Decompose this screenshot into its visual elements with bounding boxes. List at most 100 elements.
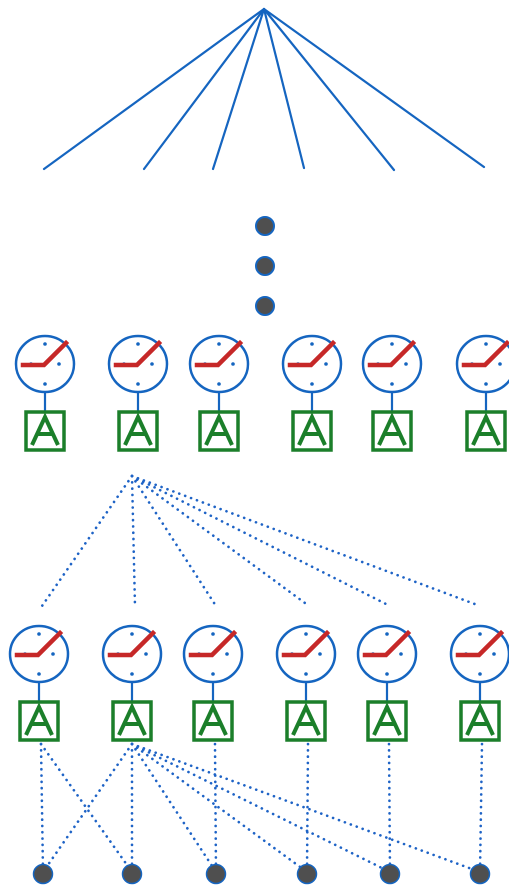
clock-tick xyxy=(37,632,41,636)
tree-peak xyxy=(123,412,153,446)
tree-peak xyxy=(204,412,234,446)
clock-tick xyxy=(324,362,328,366)
tree-icon xyxy=(459,700,501,742)
leaf-node-5 xyxy=(379,863,401,885)
fanout-line-5 xyxy=(262,7,396,172)
dotted-fanout-line-3 xyxy=(130,474,218,608)
tree-icon xyxy=(291,410,333,452)
clock-icon xyxy=(356,624,418,684)
upper-unit-row-unit-4 xyxy=(281,334,343,452)
clock-tick xyxy=(217,342,221,346)
clock-icon xyxy=(455,334,509,394)
tree-icon xyxy=(371,410,413,452)
upper-unit-row-unit-1 xyxy=(14,334,76,452)
tree-icon xyxy=(465,410,507,452)
clock-tick xyxy=(310,382,314,386)
tree-icon xyxy=(111,700,153,742)
clock-hand xyxy=(14,629,64,658)
clock-icon xyxy=(449,624,509,684)
clock-tick xyxy=(404,362,408,366)
clock-tick xyxy=(51,652,55,656)
clock-tick xyxy=(484,382,488,386)
leaf-fanout-line-3 xyxy=(130,742,218,874)
dotted-fanout-line-1 xyxy=(40,474,134,608)
leaf-node-icon xyxy=(32,863,54,885)
tree-icon xyxy=(24,410,66,452)
upper-unit-row-unit-2 xyxy=(107,334,169,452)
ellipsis-dot-2 xyxy=(255,256,275,276)
tree-peak xyxy=(297,412,327,446)
leaf-fanout-line-6 xyxy=(130,742,482,874)
clock-icon xyxy=(275,624,337,684)
top-fanout-lines xyxy=(42,7,486,172)
clock-tick xyxy=(130,632,134,636)
leaf-node-icon xyxy=(121,863,143,885)
fanout-line-1 xyxy=(42,7,266,171)
clock-hand xyxy=(107,629,157,658)
clock-tick xyxy=(136,342,140,346)
tree-icon xyxy=(285,700,327,742)
clock-tick xyxy=(385,632,389,636)
dotted-fanout-line-5 xyxy=(130,474,392,608)
dotted-fanout-line-2 xyxy=(130,474,137,608)
clock-hand xyxy=(461,339,509,368)
leaf-node-row xyxy=(32,863,491,885)
clock-icon xyxy=(188,334,250,394)
clock-tick xyxy=(57,362,61,366)
cross-link-line xyxy=(39,742,134,874)
clock-tick xyxy=(390,342,394,346)
tree-peak xyxy=(471,412,501,446)
upper-unit-row-unit-3 xyxy=(188,334,250,452)
clock-hand xyxy=(287,339,337,368)
clock-icon xyxy=(14,334,76,394)
clock-icon xyxy=(107,334,169,394)
fanout-line-2 xyxy=(142,7,266,171)
middle-dotted-fanout xyxy=(40,474,482,608)
leaf-drop-line-1 xyxy=(39,742,45,874)
leaf-fanout-line-1 xyxy=(41,742,134,874)
ellipsis-dot-3 xyxy=(255,296,275,316)
leaf-node-icon xyxy=(205,863,227,885)
clock-tick xyxy=(385,672,389,676)
clock-tick xyxy=(130,672,134,676)
clock-tick xyxy=(484,342,488,346)
clock-tick xyxy=(136,382,140,386)
leaf-node-2 xyxy=(121,863,143,885)
tree-peak xyxy=(30,412,60,446)
clock-tick xyxy=(478,632,482,636)
fanout-line-4 xyxy=(262,7,306,170)
leaf-fanout-line-4 xyxy=(130,742,309,874)
tree-peak xyxy=(117,702,147,736)
leaf-drop-line-4 xyxy=(305,742,310,874)
clock-hand xyxy=(281,629,331,658)
clock-tick xyxy=(211,632,215,636)
leaf-node-1 xyxy=(32,863,54,885)
clock-tick xyxy=(390,382,394,386)
fanout-line-3 xyxy=(211,7,266,171)
clock-hand xyxy=(362,629,412,658)
tree-icon xyxy=(366,700,408,742)
tree-peak xyxy=(198,702,228,736)
leaf-node-icon xyxy=(379,863,401,885)
bottom-dotted-connections xyxy=(39,742,484,874)
vertical-ellipsis-icon xyxy=(255,216,275,316)
clock-tick xyxy=(144,652,148,656)
clock-hand xyxy=(20,339,70,368)
clock-tick xyxy=(304,632,308,636)
clock-icon xyxy=(281,334,343,394)
tree-icon xyxy=(117,410,159,452)
clock-tick xyxy=(211,672,215,676)
leaf-node-icon xyxy=(469,863,491,885)
clock-tick xyxy=(37,672,41,676)
clock-icon xyxy=(8,624,70,684)
ellipsis-dot-1 xyxy=(255,216,275,236)
leaf-drop-line-6 xyxy=(478,742,484,874)
lower-unit-row-unit-6 xyxy=(449,624,509,742)
lower-unit-row xyxy=(8,624,509,742)
leaf-node-6 xyxy=(469,863,491,885)
clock-tick xyxy=(150,362,154,366)
tree-peak xyxy=(24,702,54,736)
clock-hand xyxy=(367,339,417,368)
leaf-drop-line-3 xyxy=(213,742,218,874)
